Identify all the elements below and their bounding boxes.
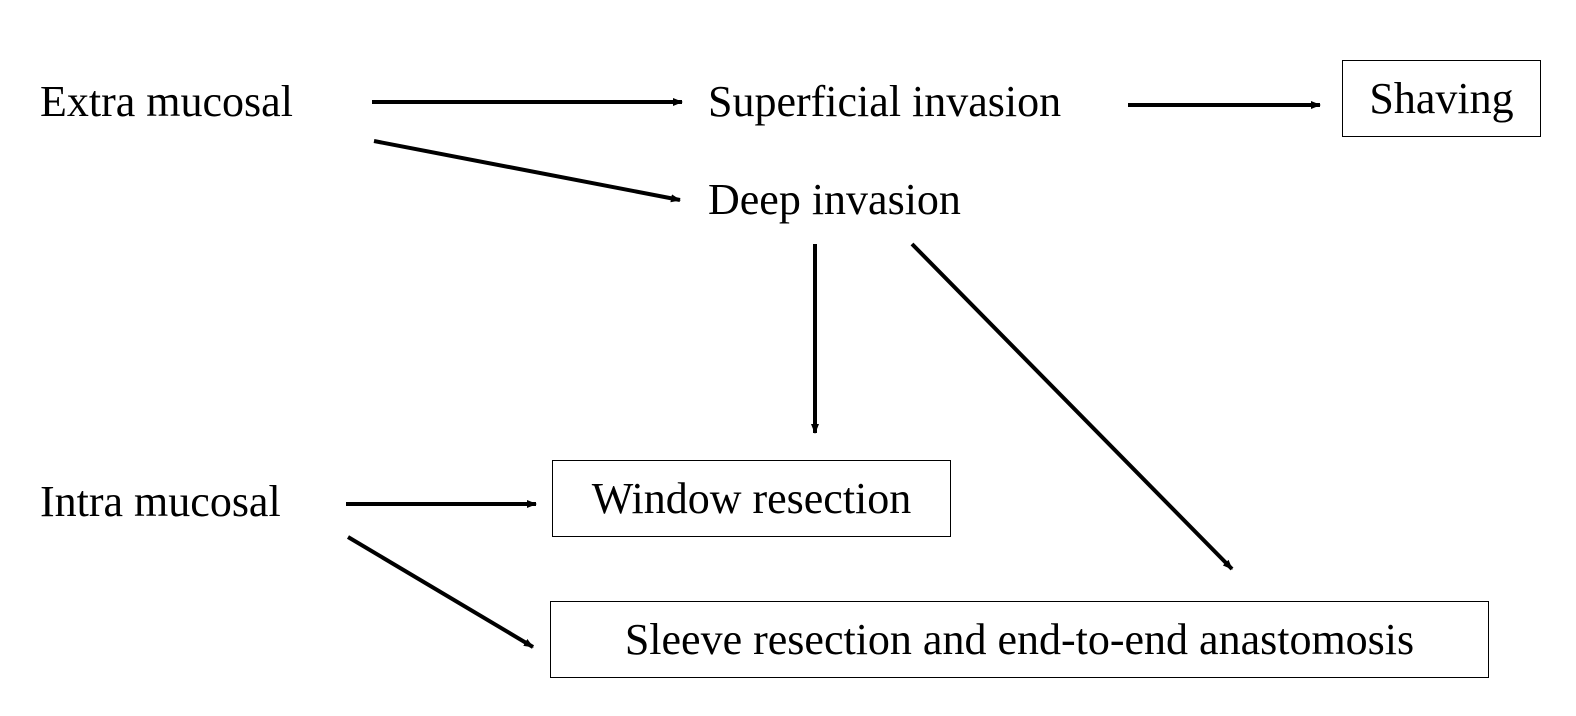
node-deep-invasion: Deep invasion: [708, 175, 961, 224]
arrow-extra-to-deep: [373, 139, 681, 203]
node-shaving: Shaving: [1342, 60, 1541, 137]
node-intra-mucosal: Intra mucosal: [40, 477, 281, 526]
node-window-resection: Window resection: [552, 460, 951, 537]
node-superficial-invasion: Superficial invasion: [708, 77, 1062, 126]
node-extra-mucosal: Extra mucosal: [40, 77, 293, 126]
node-sleeve-resection: Sleeve resection and end-to-end anastomo…: [550, 601, 1489, 678]
arrow-intra-to-sleeve: [346, 535, 535, 649]
arrow-deep-to-sleeve: [910, 242, 1234, 571]
